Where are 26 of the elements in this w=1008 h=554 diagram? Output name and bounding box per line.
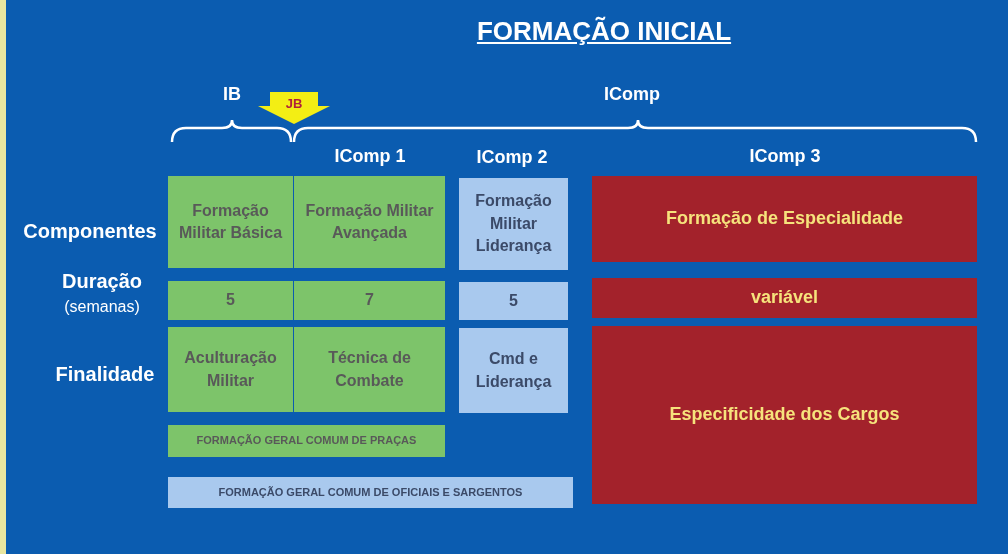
- column-heading: IComp 1: [334, 146, 406, 166]
- band: FORMAÇÃO GERAL COMUM DE PRAÇAS: [168, 425, 445, 457]
- table-cell: Técnica de Combate: [294, 327, 445, 412]
- column-heading: IB: [223, 84, 241, 104]
- table-cell: Formação de Especialidade: [592, 176, 977, 262]
- row-heading: Duração: [62, 270, 142, 292]
- table-cell: 7: [294, 281, 445, 320]
- band: FORMAÇÃO GERAL COMUM DE OFICIAIS E SARGENTOS: [168, 477, 573, 508]
- table-cell: Formação Militar Liderança: [459, 178, 568, 270]
- row-heading: Finalidade: [55, 363, 155, 385]
- arrow: [258, 92, 330, 124]
- table-cell: Cmd e Liderança: [459, 328, 568, 413]
- column-heading: IComp 3: [749, 146, 821, 166]
- table-cell: Aculturação Militar: [168, 327, 293, 412]
- row-heading: Componentes: [23, 220, 157, 242]
- table-cell: Formação Militar Básica: [168, 176, 293, 268]
- table-cell: Formação Militar Avançada: [294, 176, 445, 268]
- table-cell: 5: [168, 281, 293, 320]
- arrow-label: JB: [285, 95, 303, 111]
- table-cell: variável: [592, 278, 977, 318]
- column-heading: IComp: [604, 84, 660, 104]
- table-cell: 5: [459, 282, 568, 320]
- table-cell: Especificidade dos Cargos: [592, 326, 977, 504]
- title: FORMAÇÃO INICIAL: [475, 16, 733, 47]
- row-subheading: (semanas): [64, 298, 140, 315]
- column-heading: IComp 2: [476, 147, 548, 167]
